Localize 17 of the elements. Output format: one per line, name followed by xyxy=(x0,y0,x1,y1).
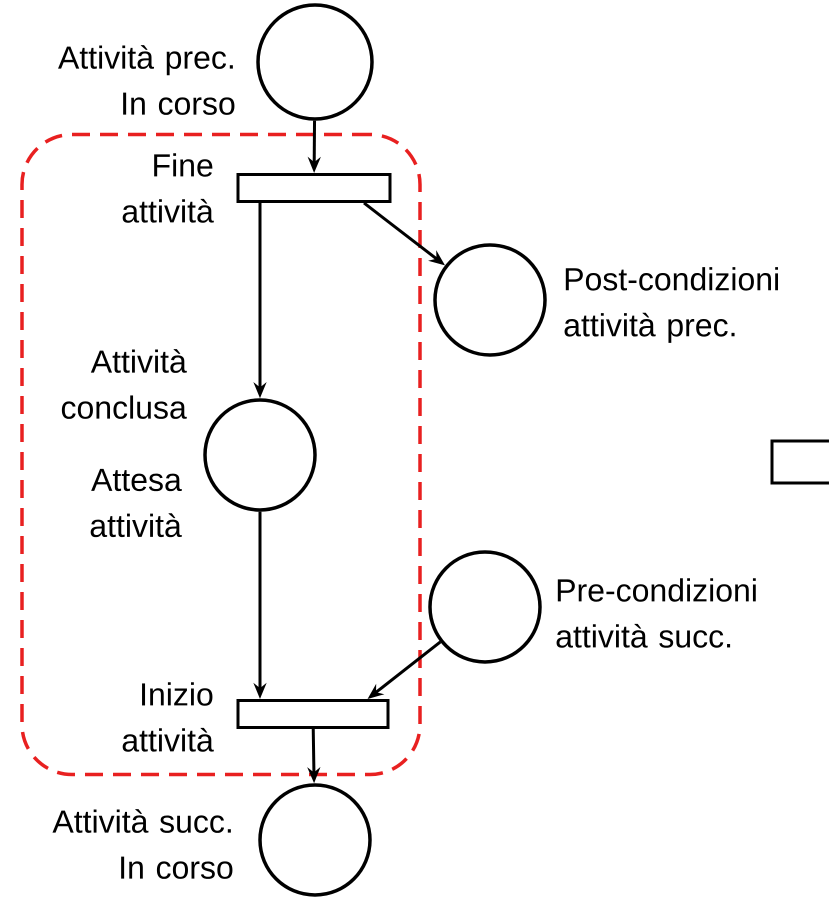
place-label: Attività succ. In corso xyxy=(52,809,232,879)
place-label: Pre-condizioni attività succ. xyxy=(556,578,756,648)
place-label: Inizio attività xyxy=(122,682,214,752)
place-label: Attività conclusa xyxy=(62,349,187,419)
place-label: Fine attività xyxy=(122,153,214,223)
place-circle xyxy=(428,550,542,664)
place-label: Post-condizioni attività prec. xyxy=(564,267,778,343)
transition-bar xyxy=(770,440,829,484)
dashed-region xyxy=(20,132,422,776)
transition-bar xyxy=(236,173,392,203)
place-circle xyxy=(258,783,372,897)
place-label: Attesa attività xyxy=(90,468,182,538)
place-circle xyxy=(203,398,317,512)
place-circle xyxy=(433,243,547,357)
place-label: Attività prec. In corso xyxy=(58,45,234,115)
place-circle xyxy=(256,3,374,121)
transition-bar xyxy=(236,699,390,729)
